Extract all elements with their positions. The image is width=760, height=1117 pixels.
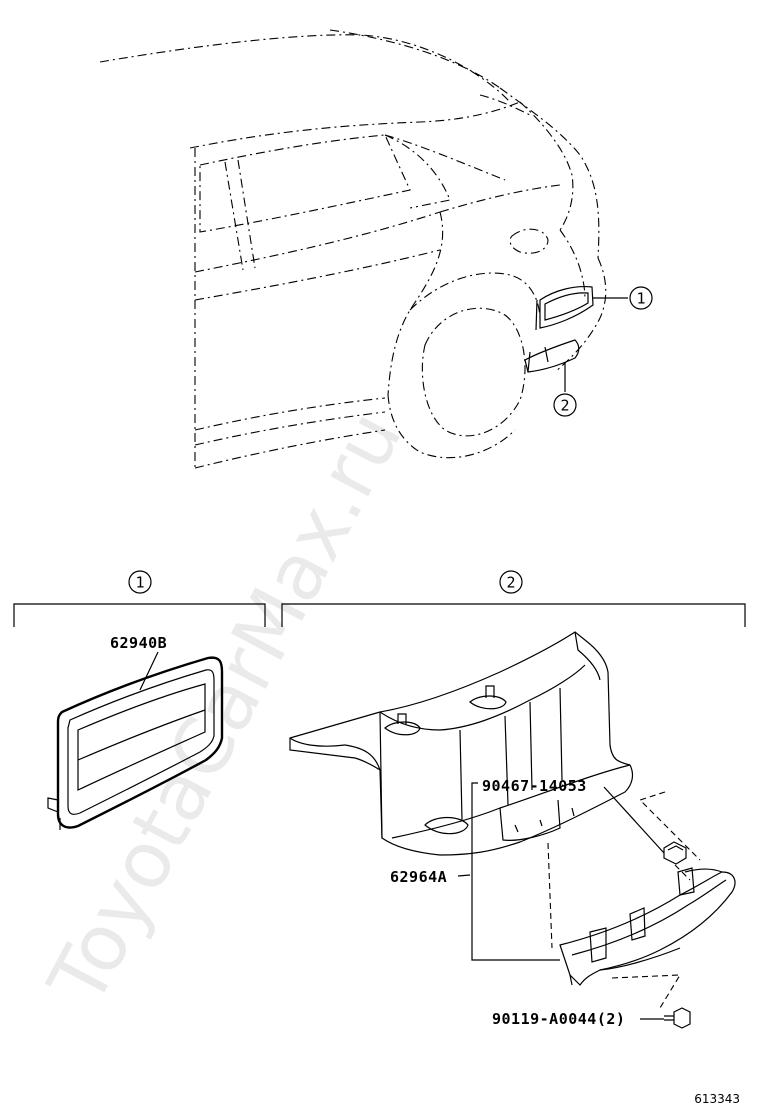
group-bracket-1: 1	[13, 570, 266, 627]
svg-text:1: 1	[636, 290, 645, 308]
part-number-90467-14053: 90467-14053	[482, 777, 587, 795]
group-bracket-2: 2	[281, 570, 746, 627]
clip-90467-14053	[663, 841, 687, 865]
callout-1-car: 1	[629, 286, 653, 310]
leader-62940b	[139, 651, 159, 691]
bolt-90119-a0044	[664, 1007, 691, 1029]
lower-bracket	[559, 867, 736, 986]
group-leader-line	[471, 782, 560, 961]
leader-90467-14053	[603, 786, 665, 854]
part-number-90119-a0044: 90119-A0044(2)	[492, 1010, 625, 1028]
callout-2-car: 2	[553, 393, 577, 417]
vehicle-rear-quarter	[99, 29, 628, 470]
svg-text:2: 2	[506, 574, 515, 592]
watermark: ToyotaCarMax.ru	[32, 397, 420, 1020]
figure-id: 613343	[694, 1092, 740, 1106]
svg-text:1: 1	[135, 574, 144, 592]
leader-62964a	[457, 874, 471, 877]
assembly-lines	[547, 791, 701, 1009]
bracket-62964a	[289, 631, 634, 856]
svg-text:2: 2	[560, 397, 569, 415]
part-number-62940b: 62940B	[110, 634, 167, 652]
part-number-62964a: 62964A	[390, 868, 447, 886]
reflector-62940b	[47, 656, 224, 830]
